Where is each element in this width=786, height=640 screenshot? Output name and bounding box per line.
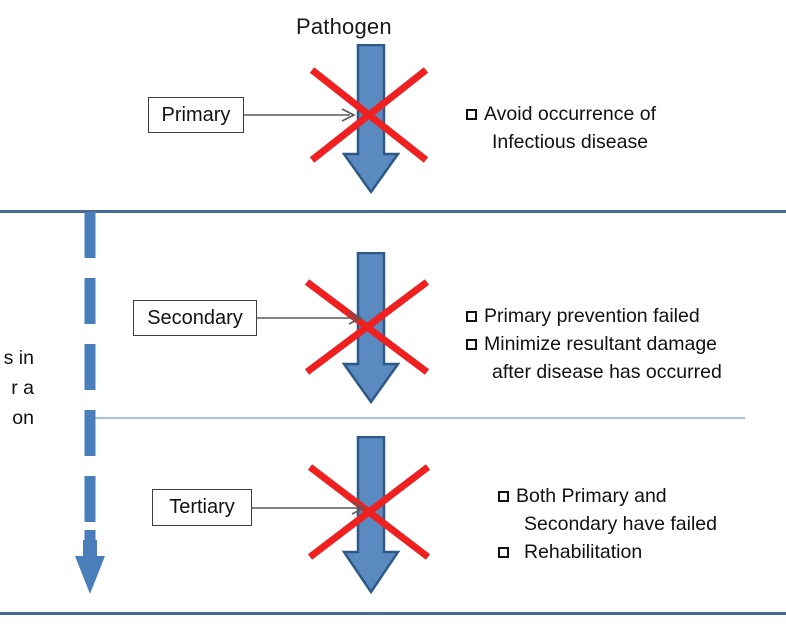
scope-container-outline — [0, 210, 786, 615]
bullet-line: Minimize resultant damage — [484, 333, 718, 355]
block-cross-primary — [308, 66, 430, 164]
checkbox-square-icon — [498, 538, 524, 566]
connector-arrow-primary — [244, 106, 360, 124]
connector-arrow-secondary — [257, 309, 369, 327]
bullet-item: Rehabilitation — [498, 538, 717, 566]
bullet-item: Minimize resultant damage — [466, 330, 722, 358]
block-cross-secondary — [303, 278, 431, 376]
section-divider — [85, 417, 745, 419]
bullet-line: Avoid occurrence of — [484, 103, 656, 125]
caption-line: r a — [11, 377, 34, 399]
bullet-item: Both Primary and — [498, 482, 717, 510]
label-text-primary: Primary — [161, 103, 231, 126]
checkbox-square-icon — [498, 482, 516, 510]
progression-dashed-arrow — [74, 210, 114, 600]
bullet-line: Rehabilitation — [524, 541, 643, 563]
label-text-tertiary: Tertiary — [169, 496, 235, 518]
left-clipped-caption: s in r a on — [0, 343, 34, 433]
connector-arrow-tertiary — [252, 499, 372, 517]
bullets-tertiary: Both Primary and Secondary have failed R… — [498, 482, 717, 566]
checkbox-square-icon — [466, 302, 484, 330]
label-box-secondary[interactable]: Secondary — [133, 300, 257, 336]
bullets-secondary: Primary prevention failed Minimize resul… — [466, 302, 722, 386]
bullet-line: Both Primary and — [516, 485, 667, 507]
caption-line: on — [12, 407, 34, 429]
bullet-item: Primary prevention failed — [466, 302, 722, 330]
bullet-item: Avoid occurrence of — [466, 100, 656, 128]
label-text-secondary: Secondary — [147, 306, 243, 329]
bullets-primary: Avoid occurrence of Infectious disease — [466, 100, 656, 156]
label-box-primary[interactable]: Primary — [148, 97, 244, 133]
label-box-tertiary[interactable]: Tertiary — [152, 489, 252, 526]
checkbox-square-icon — [466, 100, 484, 128]
bullet-line: Primary prevention failed — [484, 305, 700, 327]
pathogen-title: Pathogen — [296, 14, 392, 39]
checkbox-square-icon — [466, 330, 484, 358]
bullet-line: after disease has occurred — [492, 361, 722, 383]
bullet-line: Secondary have failed — [524, 513, 717, 535]
caption-line: s in — [3, 347, 34, 369]
block-cross-tertiary — [306, 463, 432, 561]
bullet-line: Infectious disease — [492, 131, 649, 153]
